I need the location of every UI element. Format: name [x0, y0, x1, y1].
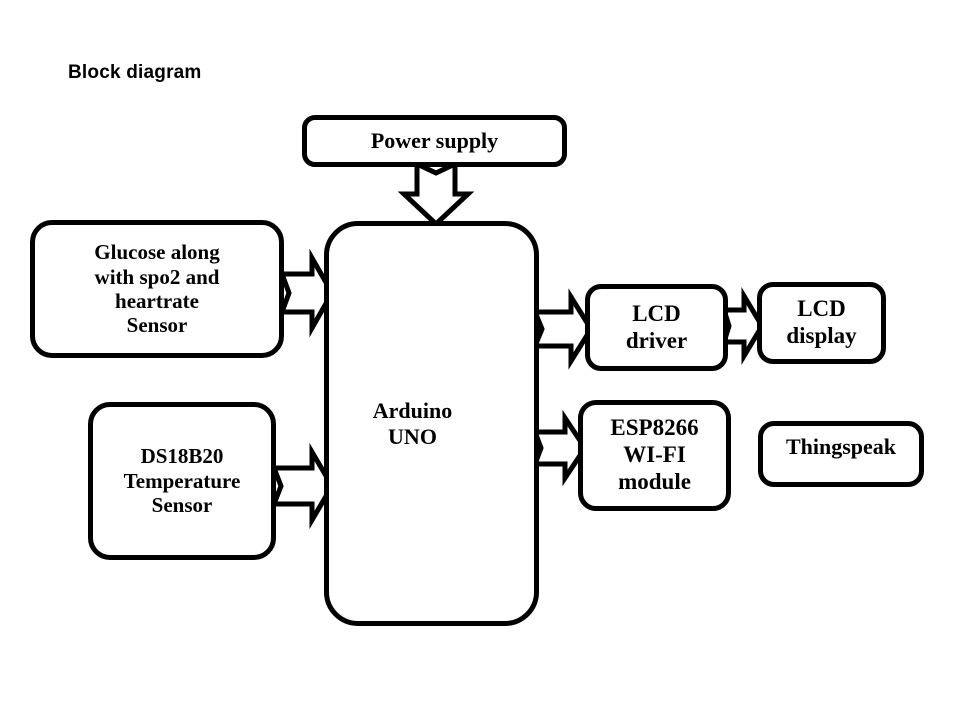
node-glucose-sensor-line-1: Glucose along: [94, 240, 220, 265]
node-glucose-sensor-line-4: Sensor: [126, 313, 188, 338]
node-thingspeak-label: Thingspeak: [785, 434, 897, 459]
node-temp-sensor-line-2: Temperature: [123, 468, 241, 493]
node-glucose-sensor-line-2: with spo2 and: [94, 264, 220, 289]
node-esp8266-line-3: module: [618, 468, 691, 494]
node-lcd-driver-line-2: driver: [625, 327, 688, 353]
connector-glucose-sensor-to-arduino: [278, 248, 335, 338]
node-temp-sensor-line-3: Sensor: [151, 493, 213, 518]
node-glucose-sensor-label: Glucose along with spo2 and heartrate Se…: [35, 240, 279, 337]
node-lcd-display-label: LCD display: [762, 296, 881, 349]
node-esp8266-wifi-module-label: ESP8266 WI-FI module: [583, 415, 726, 495]
node-lcd-display-line-2: display: [786, 323, 857, 348]
node-esp8266-wifi-module[interactable]: ESP8266 WI-FI module: [578, 400, 731, 511]
node-arduino-uno-line-2: UNO: [388, 423, 437, 449]
page-title: Block diagram: [68, 62, 202, 83]
node-esp8266-line-2: WI-FI: [623, 442, 686, 468]
node-lcd-display-line-1: LCD: [797, 296, 846, 322]
node-arduino-uno-line-1: Arduino: [372, 397, 453, 423]
node-esp8266-line-1: ESP8266: [610, 415, 699, 441]
connector-arduino-to-lcd-driver: [531, 288, 594, 370]
node-lcd-driver-line-1: LCD: [632, 300, 681, 326]
node-lcd-driver[interactable]: LCD driver: [585, 284, 728, 371]
node-temp-sensor-label: DS18B20 Temperature Sensor: [93, 444, 271, 517]
node-arduino-uno[interactable]: Arduino UNO: [324, 221, 539, 626]
connector-temp-sensor-to-arduino: [270, 442, 335, 530]
node-lcd-display[interactable]: LCD display: [757, 282, 886, 364]
node-power-supply-label: Power supply: [370, 128, 499, 154]
node-arduino-uno-label: Arduino UNO: [329, 398, 534, 449]
node-temp-sensor[interactable]: DS18B20 Temperature Sensor: [88, 402, 276, 560]
connector-power-supply-to-arduino: [397, 160, 475, 228]
node-temp-sensor-line-1: DS18B20: [140, 444, 224, 469]
connector-arduino-to-esp8266: [531, 409, 589, 487]
node-glucose-sensor-line-3: heartrate: [115, 289, 199, 313]
node-lcd-driver-label: LCD driver: [590, 301, 723, 354]
node-glucose-sensor[interactable]: Glucose along with spo2 and heartrate Se…: [30, 220, 284, 358]
node-thingspeak[interactable]: Thingspeak: [758, 421, 924, 487]
node-power-supply[interactable]: Power supply: [302, 115, 567, 167]
